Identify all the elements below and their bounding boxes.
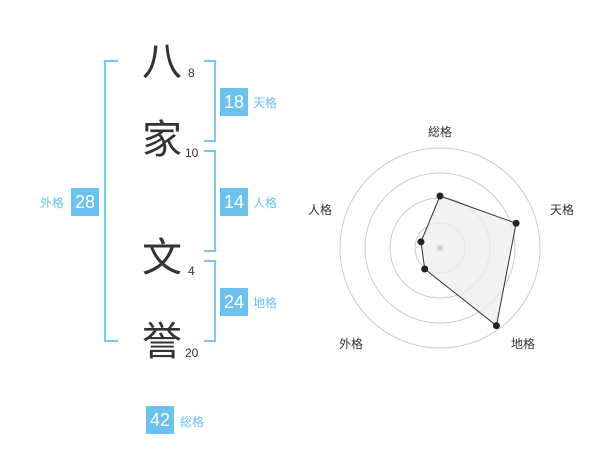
- name-char-1: 八: [142, 39, 182, 85]
- radar-polygon: [420, 195, 517, 327]
- chikaku-bracket: [204, 260, 216, 342]
- soukaku-value: 42: [146, 406, 174, 434]
- radar-ring-3: [364, 172, 516, 324]
- jinkaku-bracket: [204, 150, 216, 252]
- radar-axis-label-gaikaku: 外格: [339, 337, 364, 351]
- radar-point-1: [512, 219, 520, 227]
- radar-point-3: [421, 265, 429, 273]
- chikaku-value: 24: [220, 288, 248, 316]
- chikaku-label: 地格: [253, 296, 278, 310]
- stroke-count-3: 4: [188, 264, 195, 278]
- soukaku-label: 総格: [180, 415, 205, 429]
- name-char-2: 家: [142, 117, 182, 163]
- radar-point-2: [492, 322, 500, 330]
- radar-axis-label-soukaku: 総格: [428, 125, 453, 139]
- gaikaku-label: 外格: [40, 196, 65, 210]
- tenkaku-label: 天格: [253, 96, 278, 110]
- gaikaku-value: 28: [71, 188, 99, 216]
- jinkaku-label: 人格: [253, 196, 278, 210]
- name-char-3: 文: [142, 235, 182, 281]
- tenkaku-bracket: [204, 60, 216, 142]
- name-char-4: 誉: [142, 319, 182, 365]
- stroke-count-4: 20: [185, 346, 199, 360]
- radar-axis-label-jinkaku: 人格: [308, 203, 333, 217]
- stroke-count-1: 8: [188, 66, 195, 80]
- tenkaku-value: 18: [220, 88, 248, 116]
- radar-axis-label-tenkaku: 天格: [550, 203, 575, 217]
- radar-point-0: [436, 192, 444, 200]
- radar-point-4: [417, 238, 425, 246]
- radar-center: [437, 245, 443, 251]
- gaikaku-bracket: [104, 60, 118, 342]
- stroke-count-2: 10: [185, 146, 199, 160]
- jinkaku-value: 14: [220, 188, 248, 216]
- radar-axis-label-chikaku: 地格: [511, 337, 536, 351]
- radar-ring-4: [339, 147, 541, 349]
